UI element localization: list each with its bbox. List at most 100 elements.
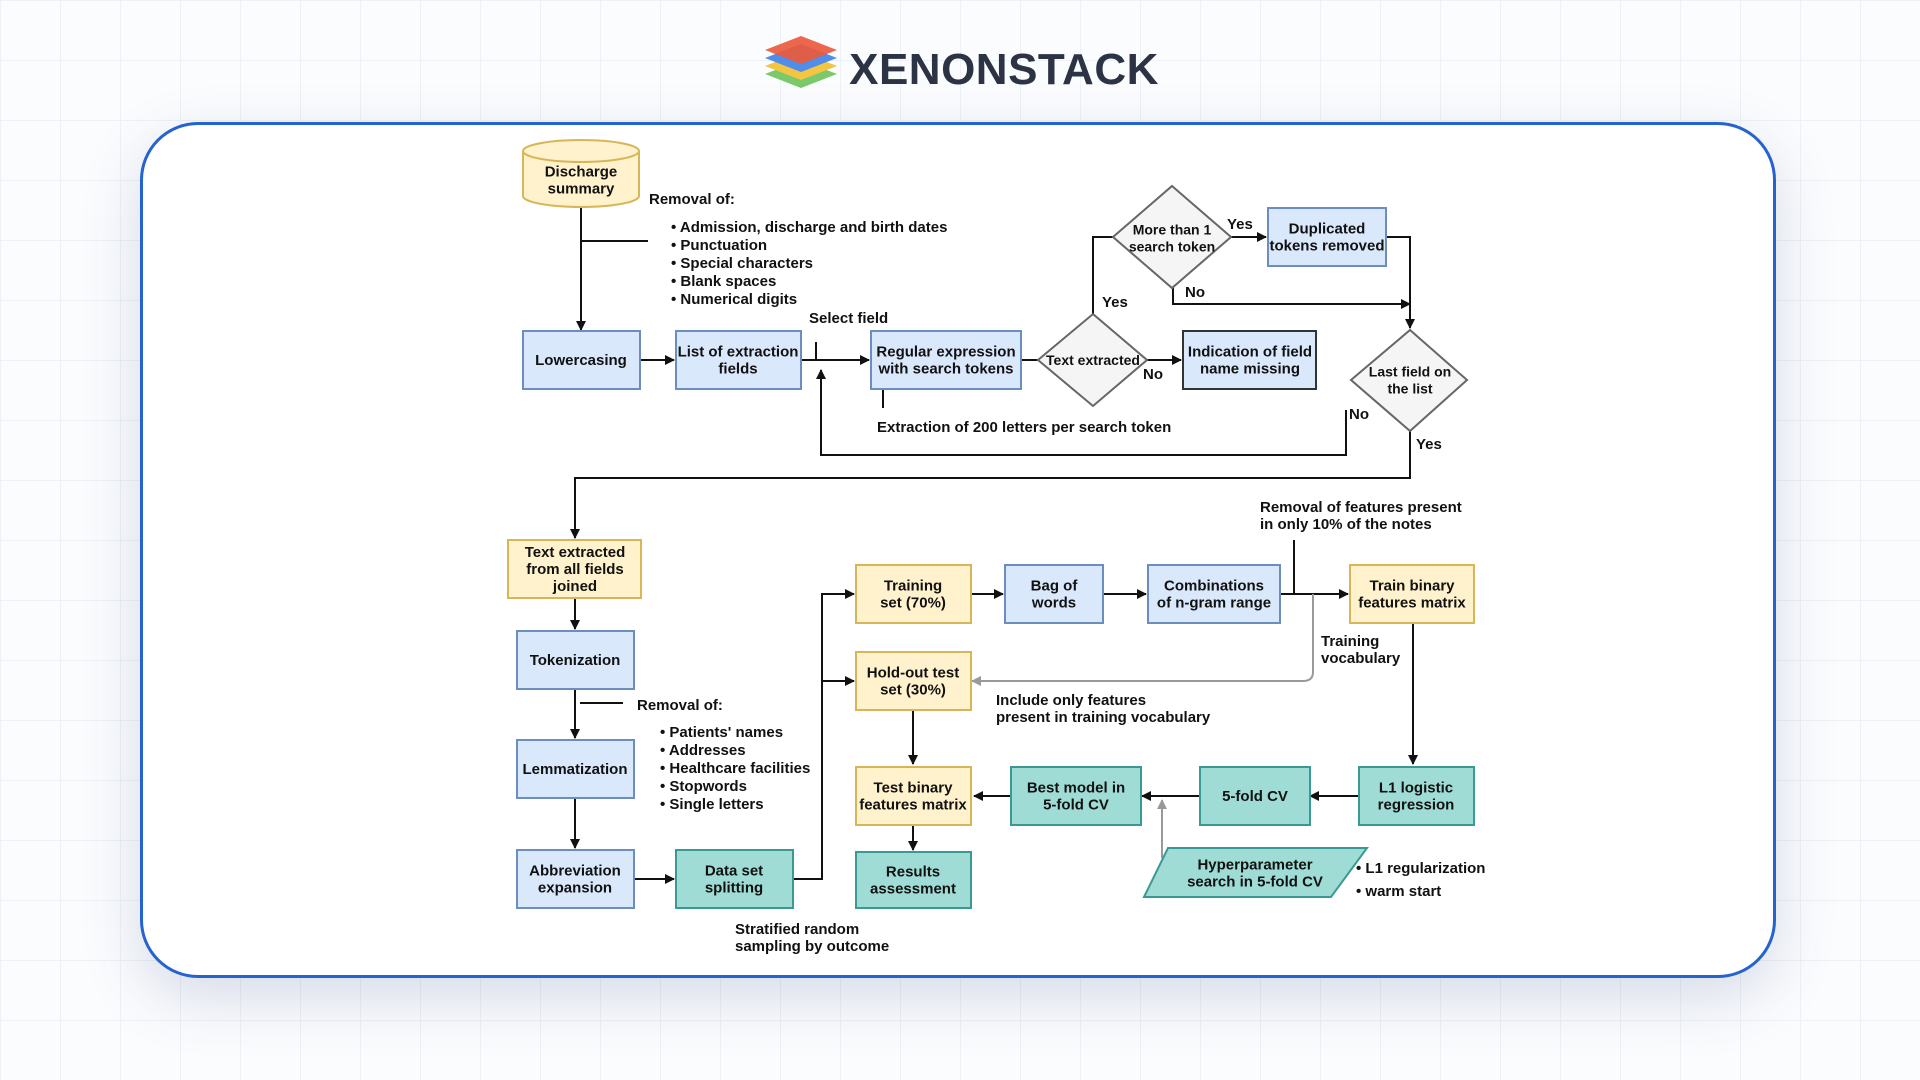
connectors — [570, 205, 1418, 884]
text-line: of n-gram range — [1157, 595, 1271, 612]
text-line: Last field on — [1369, 364, 1451, 380]
text-line: set (70%) — [880, 595, 946, 612]
node-lowercasing: Lowercasing — [522, 330, 641, 390]
l1-options-list: • L1 regularization• warm start — [1356, 860, 1485, 900]
text-line: assessment — [870, 881, 956, 898]
no-label-text-extracted: No — [1143, 366, 1163, 383]
text-line: Duplicated — [1289, 221, 1366, 238]
text-line: search in 5-fold CV — [1187, 874, 1323, 891]
removal-list-1: • Admission, discharge and birth dates• … — [671, 219, 947, 308]
removal-list-2-line: • Healthcare facilities — [660, 760, 810, 777]
removal-list-2-line: • Addresses — [660, 742, 746, 759]
text-line: Train binary — [1369, 578, 1455, 595]
include-only-label-line: present in training vocabulary — [996, 709, 1211, 726]
text-line: with search tokens — [877, 361, 1013, 378]
text-line: Text extracted — [1046, 352, 1140, 368]
yes-label-more-than-one: Yes — [1227, 216, 1253, 233]
node-lemmatization: Lemmatization — [516, 739, 635, 799]
training-vocabulary-label-line: vocabulary — [1321, 650, 1401, 667]
node-tokenization: Tokenization — [516, 630, 635, 690]
text-line: Data set — [705, 863, 763, 880]
svg-text:Best model in5-fold CV: Best model in5-fold CV — [1027, 780, 1125, 814]
svg-text:Text extracted: Text extracted — [1046, 352, 1140, 368]
removal-list-2-line: • Stopwords — [660, 778, 747, 795]
removal-list-1-line: • Punctuation — [671, 237, 767, 254]
node-five-fold-cv: 5-fold CV — [1199, 766, 1311, 826]
diagram-card — [140, 122, 1776, 978]
text-line: Hyperparameter — [1197, 857, 1312, 874]
l1-options-list-line: • L1 regularization — [1356, 860, 1485, 877]
text-line: Tokenization — [530, 652, 621, 669]
brand-logo[interactable]: XENONSTACK — [761, 28, 1159, 112]
text-line: Best model in — [1027, 780, 1125, 797]
text-line: name missing — [1200, 361, 1300, 378]
no-label-more-than-one: No — [1185, 284, 1205, 301]
node-text-extracted-decision: Text extracted — [1036, 312, 1149, 408]
removal-list-2: • Patients' names• Addresses• Healthcare… — [660, 724, 810, 813]
removal-features-label-line: in only 10% of the notes — [1260, 516, 1432, 533]
text-line: Indication of field — [1188, 344, 1312, 361]
text-line: Results — [886, 864, 940, 881]
text-line: search token — [1129, 239, 1215, 255]
text-line: 5-fold CV — [1043, 797, 1109, 814]
removal-list-1-line: • Special characters — [671, 255, 813, 272]
text-line: joined — [552, 578, 597, 595]
text-line: Text extracted — [525, 544, 626, 561]
removal-list-2-line: • Single letters — [660, 796, 764, 813]
svg-text:Lemmatization: Lemmatization — [522, 761, 627, 778]
svg-text:5-fold CV: 5-fold CV — [1222, 788, 1288, 805]
text-line: tokens removed — [1269, 238, 1384, 255]
removal-features-label-line: Removal of features present — [1260, 499, 1462, 516]
text-line: Abbreviation — [529, 863, 621, 880]
text-line: Discharge — [545, 164, 618, 181]
select-field-label: Select field — [809, 310, 888, 327]
text-line: splitting — [705, 880, 763, 897]
text-line: More than 1 — [1133, 222, 1212, 238]
removal-list-1-line: • Numerical digits — [671, 291, 797, 308]
yes-label-text-extracted: Yes — [1102, 294, 1128, 311]
text-line: L1 logistic — [1379, 780, 1453, 797]
text-line: Lowercasing — [535, 352, 627, 369]
text-line: expansion — [538, 880, 612, 897]
text-line: regression — [1378, 797, 1455, 814]
text-line: Regular expression — [876, 344, 1015, 361]
text-line: set (30%) — [880, 682, 946, 699]
text-line: summary — [548, 181, 615, 198]
svg-text:Tokenization: Tokenization — [530, 652, 621, 669]
text-line: Bag of — [1031, 578, 1079, 595]
removal-list-2-line: • Patients' names — [660, 724, 783, 741]
